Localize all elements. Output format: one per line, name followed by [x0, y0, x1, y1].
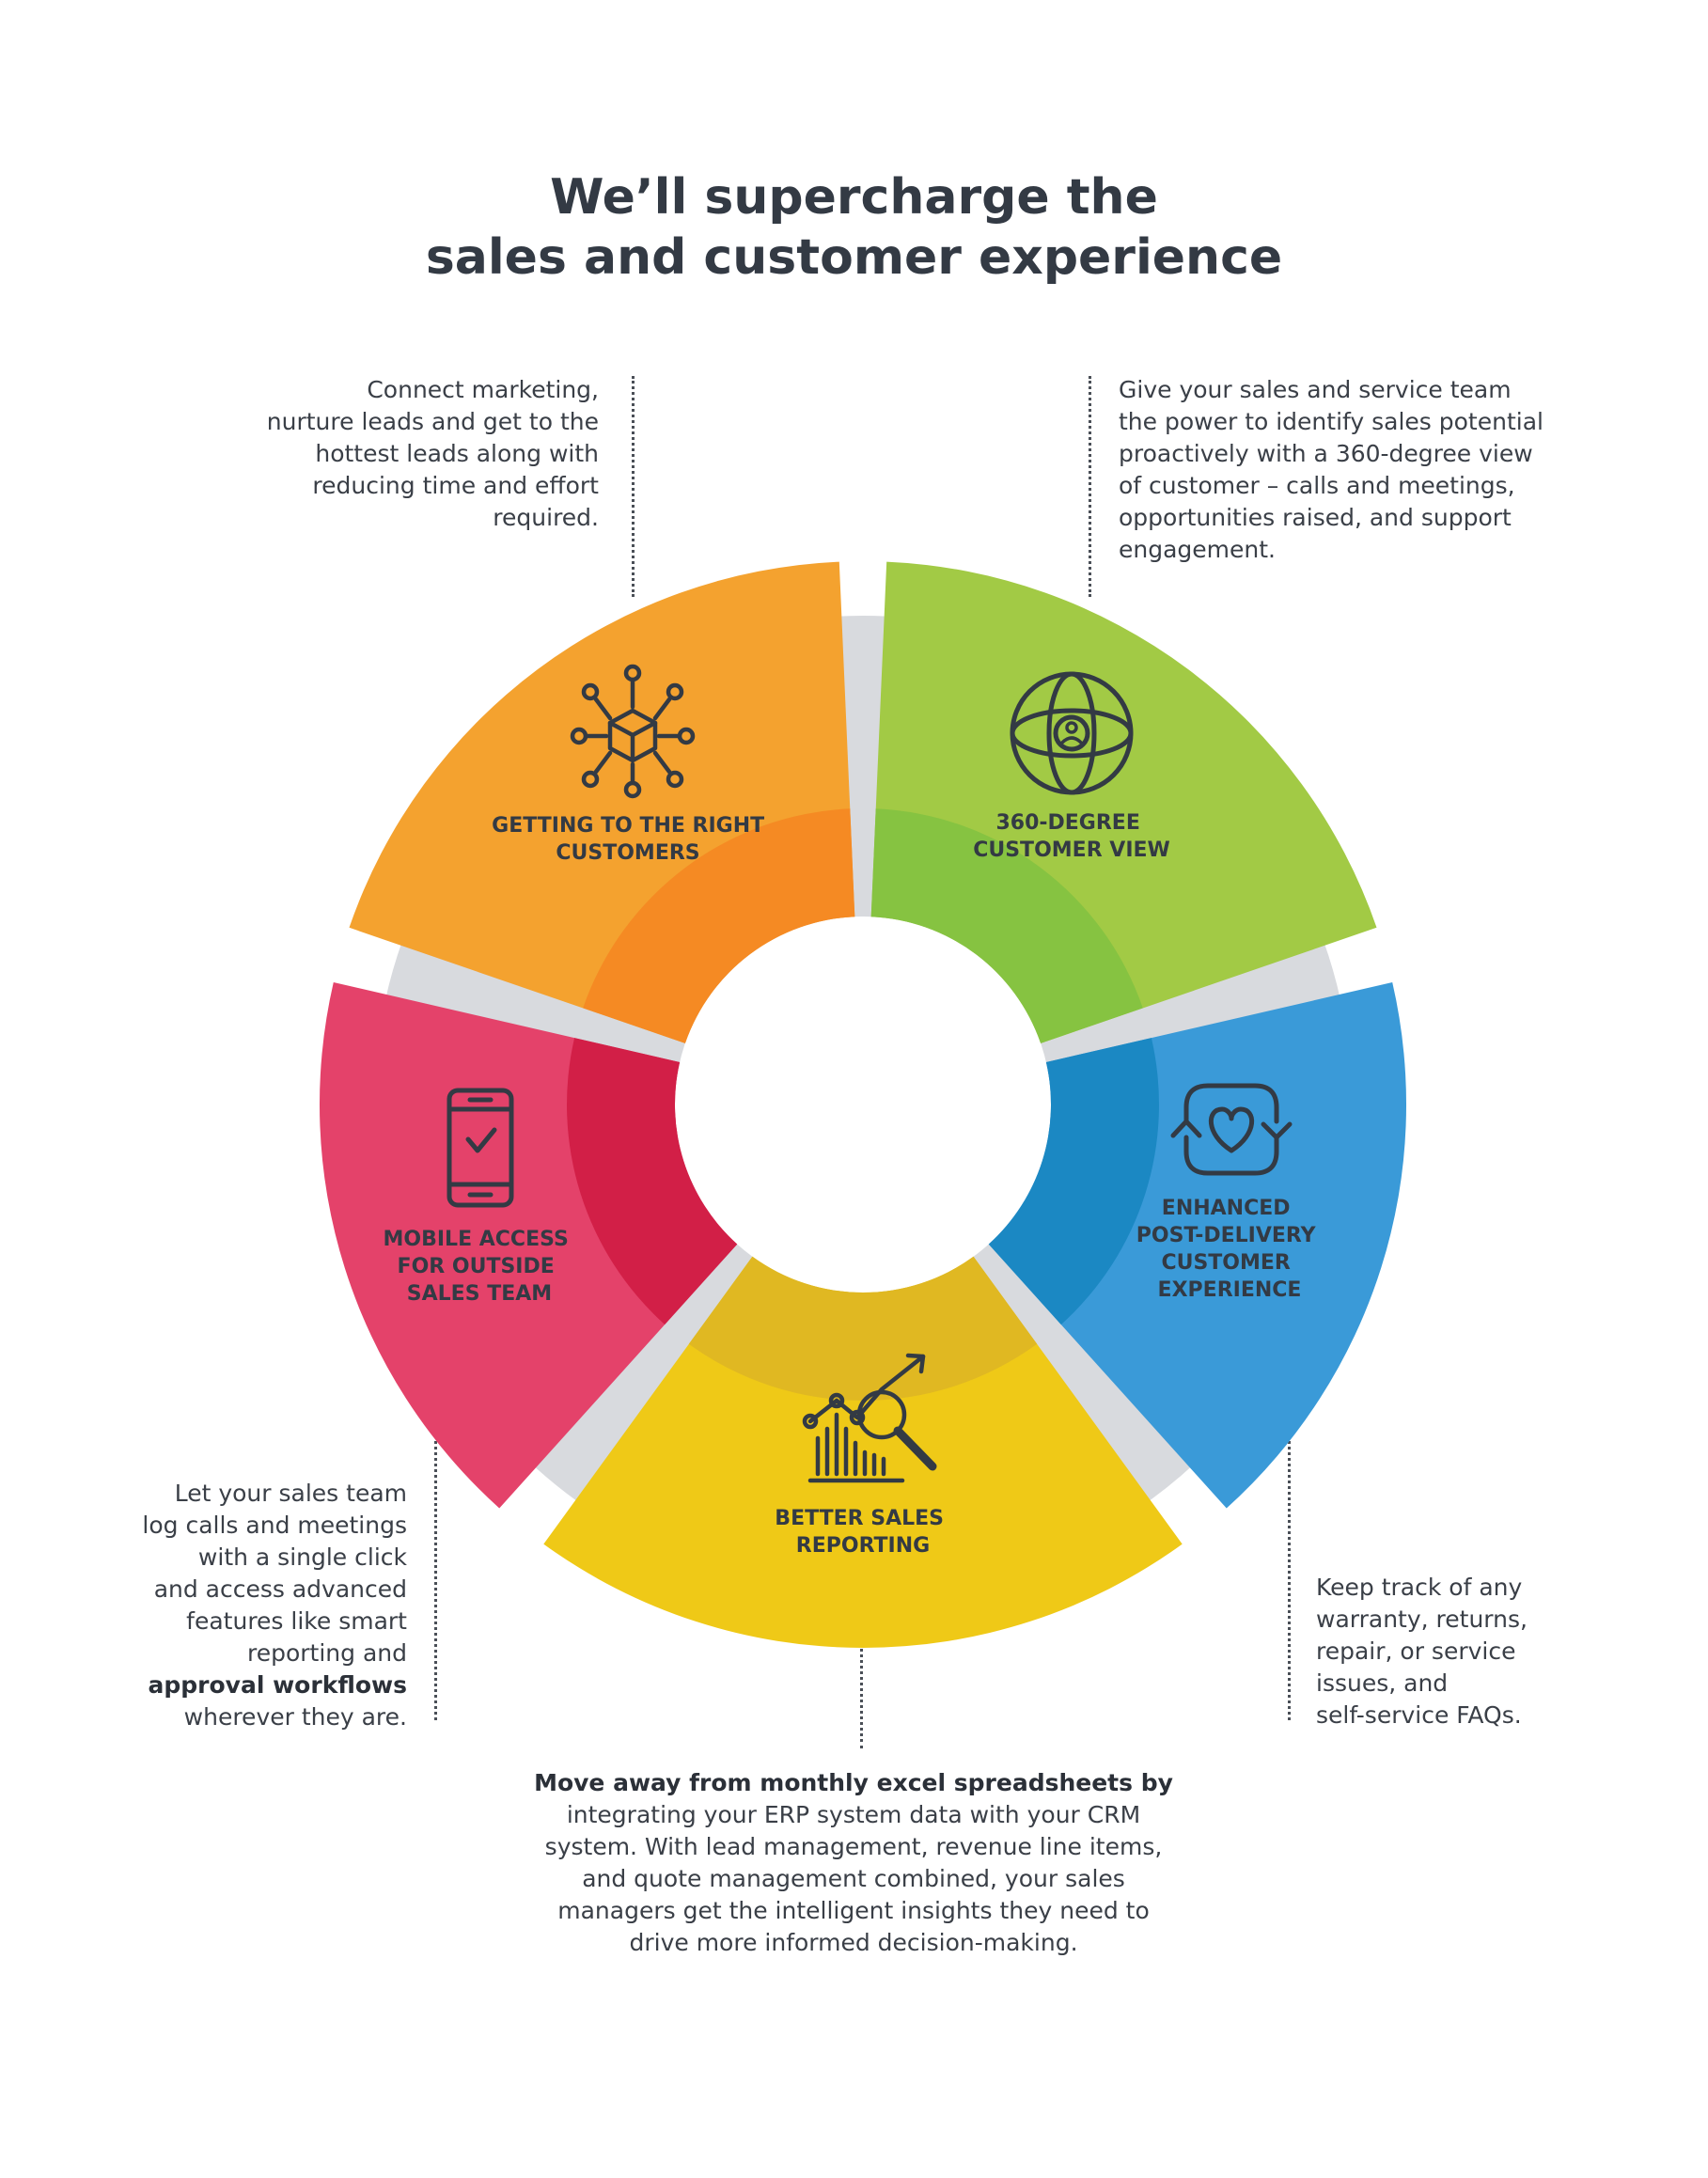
segment-label-line: GETTING TO THE RIGHT	[492, 814, 764, 838]
segment-label-line: POST-DELIVERY	[1136, 1224, 1317, 1247]
center-hole	[676, 917, 1050, 1292]
segment-label-line: FOR OUTSIDE	[398, 1255, 555, 1278]
globe-user-icon	[1010, 671, 1134, 795]
segment-label-post-delivery-experience: ENHANCED POST-DELIVERY CUSTOMER EXPERIEN…	[1136, 1197, 1323, 1302]
desc-line: and access advanced	[153, 1575, 407, 1603]
desc-line: reporting and	[247, 1639, 407, 1667]
connector-bottom-right	[1288, 1424, 1291, 1720]
desc-line: warranty, returns,	[1316, 1606, 1528, 1633]
desc-line: features like smart	[186, 1607, 407, 1635]
segment-label-line: ENHANCED	[1162, 1197, 1291, 1220]
segment-inner-better-sales-reporting	[688, 1256, 1038, 1401]
segment-label-better-sales-reporting: BETTER SALES REPORTING	[775, 1507, 950, 1558]
connector-bottom-left	[434, 1424, 437, 1720]
desc-line: with a single click	[197, 1543, 407, 1571]
desc-line: system. With lead management, revenue li…	[544, 1833, 1163, 1860]
desc-line: managers get the intelligent insights th…	[557, 1897, 1150, 1924]
desc-line: and quote management combined, your sale…	[582, 1865, 1125, 1892]
description-top-right: Give your sales and service team the pow…	[1119, 374, 1645, 566]
desc-line: engagement.	[1119, 536, 1276, 563]
segment-label-line: BETTER SALES	[775, 1507, 944, 1530]
page-title: We’ll supercharge the sales and customer…	[0, 167, 1708, 288]
desc-line: Connect marketing,	[367, 376, 599, 403]
desc-line: required.	[493, 504, 599, 531]
segment-label-line: REPORTING	[796, 1534, 930, 1558]
description-bottom-left: Let your sales team log calls and meetin…	[50, 1478, 407, 1733]
desc-line: Let your sales team	[174, 1480, 407, 1507]
segment-inner-360-customer-view	[870, 808, 1143, 1043]
segment-layer	[319, 561, 1407, 1648]
connector-top-right	[1089, 376, 1091, 597]
description-bottom-center: Move away from monthly excel spreadsheet…	[478, 1767, 1230, 1959]
segment-label-line: CUSTOMERS	[556, 841, 699, 865]
description-top-left: Connect marketing, nurture leads and get…	[110, 374, 599, 534]
desc-line: Keep track of any	[1316, 1574, 1523, 1601]
heart-refresh-icon	[1170, 1083, 1293, 1176]
desc-line: of customer – calls and meetings,	[1119, 472, 1515, 499]
desc-line: issues, and	[1316, 1669, 1449, 1697]
connector-bottom-center	[860, 1631, 863, 1748]
desc-line: hottest leads along with	[315, 440, 599, 467]
desc-line: opportunities raised, and support	[1119, 504, 1512, 531]
desc-line: wherever they are.	[183, 1703, 407, 1731]
segment-inner-getting-right-customers	[583, 808, 855, 1043]
segment-label-line: SALES TEAM	[407, 1282, 552, 1306]
segment-inner-mobile-access	[567, 1038, 738, 1325]
desc-bold-phrase: approval workflows	[148, 1671, 407, 1699]
desc-line: integrating your ERP system data with yo…	[566, 1801, 1141, 1828]
segment-inner-post-delivery-experience	[988, 1038, 1159, 1325]
desc-line: nurture leads and get to the	[266, 408, 599, 435]
segment-label-mobile-access: MOBILE ACCESS FOR OUTSIDE SALES TEAM	[384, 1228, 576, 1306]
segment-label-getting-right-customers: GETTING TO THE RIGHT CUSTOMERS	[492, 814, 772, 865]
mobile-check-icon	[447, 1088, 514, 1208]
connector-top-left	[632, 376, 635, 597]
segment-label-line: EXPERIENCE	[1158, 1278, 1302, 1302]
segment-label-line: 360-DEGREE	[995, 811, 1139, 835]
desc-line: self-service FAQs.	[1316, 1701, 1522, 1729]
desc-line: reducing time and effort	[312, 472, 599, 499]
desc-line: Give your sales and service team	[1119, 376, 1512, 403]
description-bottom-right: Keep track of any warranty, returns, rep…	[1316, 1572, 1654, 1731]
chart-magnifier-icon	[802, 1353, 937, 1483]
page-title-line-1: We’ll supercharge the	[550, 169, 1158, 226]
segment-label-line: CUSTOMER	[1161, 1251, 1290, 1275]
desc-line: repair, or service	[1316, 1637, 1516, 1665]
segment-label-line: CUSTOMER VIEW	[973, 838, 1170, 862]
desc-line: the power to identify sales potential	[1119, 408, 1543, 435]
desc-bold-phrase: Move away from monthly excel spreadsheet…	[534, 1769, 1173, 1796]
desc-line: proactively with a 360-degree view	[1119, 440, 1533, 467]
desc-line: drive more informed decision-making.	[629, 1929, 1078, 1956]
cube-network-icon	[570, 664, 696, 799]
page-title-line-2: sales and customer experience	[425, 229, 1283, 286]
segment-label-360-customer-view: 360-DEGREE CUSTOMER VIEW	[973, 811, 1170, 862]
segment-label-line: MOBILE ACCESS	[384, 1228, 569, 1251]
desc-line: log calls and meetings	[142, 1512, 407, 1539]
